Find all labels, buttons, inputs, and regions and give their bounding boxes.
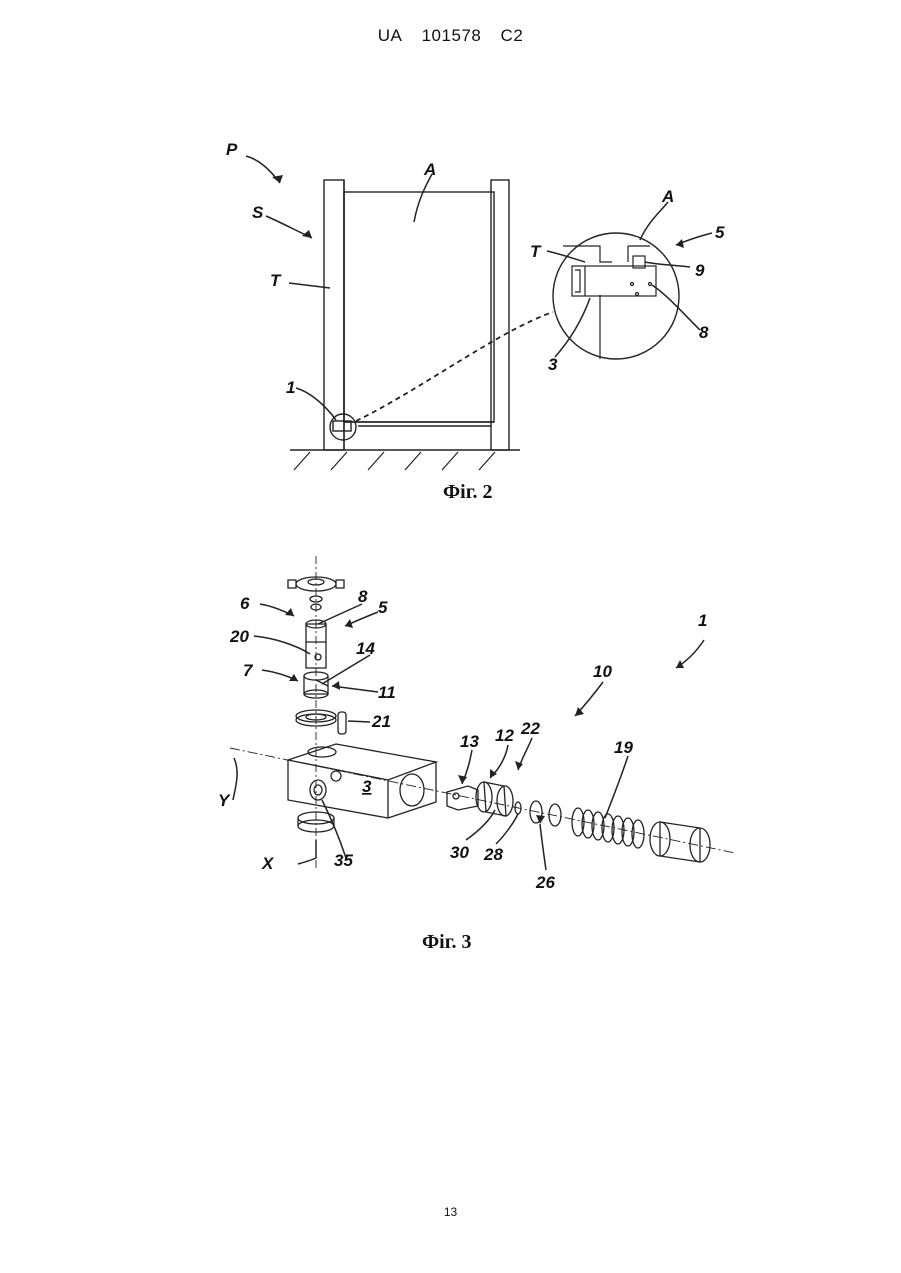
page-number: 13 — [0, 1205, 901, 1219]
label-7: 7 — [243, 661, 254, 680]
label-13: 13 — [460, 732, 479, 751]
bolt-35 — [310, 780, 326, 800]
label-11: 11 — [378, 683, 396, 702]
label-5-fig3: 5 — [378, 598, 388, 617]
label-Y: Y — [218, 791, 231, 810]
shaft-13 — [447, 786, 478, 810]
label-3-fig3: 3 — [362, 777, 372, 796]
pin-21 — [338, 712, 346, 734]
label-22: 22 — [520, 719, 540, 738]
label-1-fig3: 1 — [698, 611, 707, 630]
label-20: 20 — [229, 627, 249, 646]
label-14: 14 — [356, 639, 375, 658]
label-21: 21 — [371, 712, 391, 731]
label-8-fig3: 8 — [358, 587, 368, 606]
label-19: 19 — [614, 738, 633, 757]
label-28: 28 — [483, 845, 503, 864]
label-35: 35 — [334, 851, 353, 870]
label-X: X — [261, 854, 275, 873]
label-26: 26 — [535, 873, 555, 892]
label-12: 12 — [495, 726, 514, 745]
figure-3-caption: Фіг. 3 — [422, 931, 472, 954]
label-6: 6 — [240, 594, 250, 613]
spring-19 — [572, 808, 644, 848]
label-30: 30 — [450, 843, 469, 862]
label-10: 10 — [593, 662, 612, 681]
